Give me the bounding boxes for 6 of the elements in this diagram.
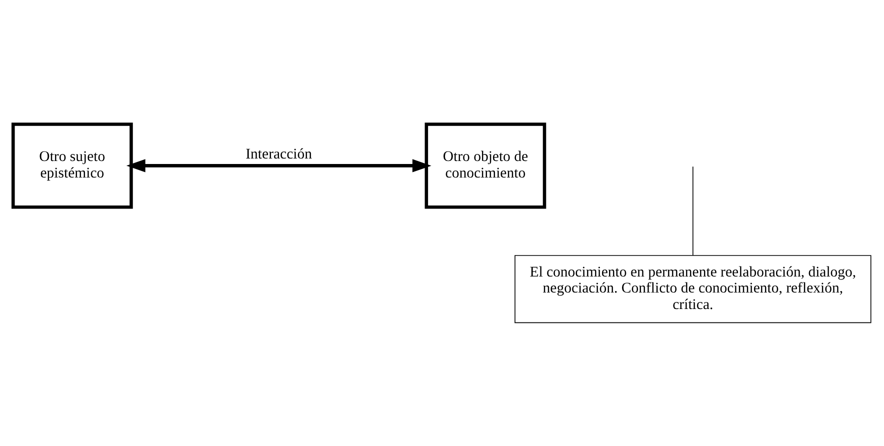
- node-box: El conocimiento en permanente reelaboración, dialogo, negociación. Conflicto de conocimiento, reflexión, crítica.: [514, 254, 872, 323]
- node-box: Otro sujeto epistémico: [12, 122, 133, 208]
- connector: [692, 166, 694, 256]
- arrow: [126, 158, 432, 172]
- edge-label: Interacción: [246, 146, 312, 162]
- node-box: Otro objeto de conocimiento: [424, 122, 546, 208]
